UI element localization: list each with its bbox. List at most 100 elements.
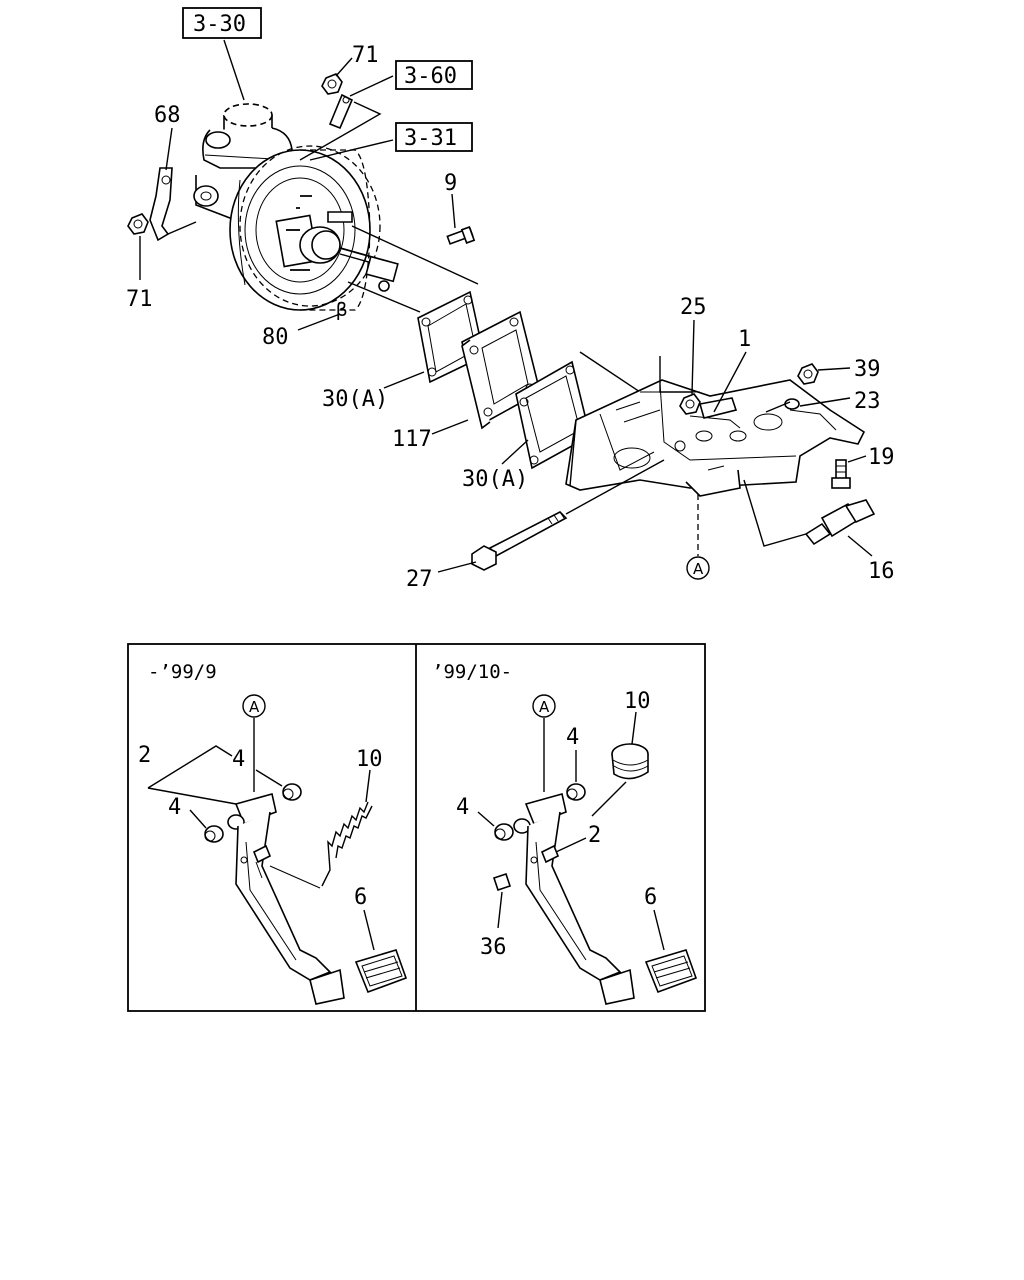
callout-30a-2: 30(A)	[462, 467, 528, 492]
leader-71-top	[335, 57, 353, 77]
bushing-4-low-left	[204, 825, 224, 843]
leader-30a-2	[501, 439, 529, 465]
callout-4-top-left: 4	[232, 747, 245, 772]
leader-117	[431, 419, 469, 435]
svg-text:3-30: 3-30	[193, 12, 246, 37]
callout-2-right: 2	[588, 823, 601, 848]
leader-16-bracket	[743, 479, 807, 547]
leader-3-31	[309, 139, 394, 161]
svg-text:A: A	[539, 698, 550, 716]
leader-4-top-left	[255, 769, 283, 787]
leader-3-30	[223, 39, 245, 101]
callout-80: 80	[262, 325, 289, 350]
beta-clip-80: β	[336, 299, 347, 321]
leader-80-pin	[347, 281, 421, 313]
return-spring-10-right	[611, 743, 649, 780]
bushing-4-top-left	[282, 783, 302, 801]
callout-16: 16	[868, 559, 895, 584]
callout-4-low-left: 4	[168, 795, 181, 820]
bushing-4-low-right	[494, 823, 514, 841]
callout-6-left: 6	[354, 885, 367, 910]
leader-4-low-left	[189, 809, 207, 829]
inset-left-header: -’99/9	[148, 661, 217, 683]
leader-2-left	[147, 745, 233, 789]
leader-6-left	[363, 909, 375, 951]
svg-text:A: A	[249, 698, 260, 716]
callout-30a-1: 30(A)	[322, 387, 388, 412]
leader-1	[713, 351, 747, 413]
callout-19: 19	[868, 445, 895, 470]
callout-4-top-right: 4	[566, 725, 579, 750]
callout-9: 9	[444, 171, 457, 196]
leader-stud-to-gasket	[351, 225, 479, 285]
inset-right-header: ’99/10-	[432, 661, 512, 683]
leader-16	[847, 535, 873, 557]
leader-36	[497, 891, 503, 929]
callout-27: 27	[406, 567, 433, 592]
stopper-36	[492, 872, 512, 892]
leader-39	[817, 367, 851, 371]
return-spring-10-left	[321, 801, 373, 887]
bolt-19	[831, 459, 851, 489]
leader-10-right	[631, 711, 637, 745]
callout-23: 23	[854, 389, 881, 414]
bushing-4-top-right	[566, 783, 586, 801]
stop-lamp-switch-16	[804, 499, 876, 546]
nut-25	[679, 393, 701, 415]
leader-2-left-b	[147, 787, 237, 805]
pedal-pad-6-right	[644, 949, 698, 994]
callout-71-top: 71	[352, 43, 379, 68]
leader-23	[799, 397, 851, 407]
callout-4-low-right: 4	[456, 795, 469, 820]
svg-text:A: A	[693, 560, 704, 578]
ref-box-3-31[interactable]: 3-31	[395, 122, 473, 152]
marker-a-left: A	[242, 694, 266, 718]
leader-27-bracket	[565, 459, 665, 515]
leader-68	[165, 127, 173, 171]
callout-6-right: 6	[644, 885, 657, 910]
marker-a-main: A	[686, 556, 710, 580]
leader-30a-1	[383, 371, 425, 389]
leader-80	[297, 313, 341, 331]
pedal-pad-6-left	[354, 949, 408, 994]
nut-71-top	[321, 73, 343, 95]
nut-71-left	[127, 213, 149, 235]
leader-27	[437, 561, 477, 573]
leader-10-right-b	[591, 781, 627, 817]
callout-25: 25	[680, 295, 707, 320]
callout-10-right: 10	[624, 689, 651, 714]
callout-1: 1	[738, 327, 751, 352]
callout-2-left: 2	[138, 743, 151, 768]
brake-pedal-left	[227, 793, 345, 1005]
svg-text:3-31: 3-31	[404, 126, 457, 151]
nut-39	[797, 363, 819, 385]
pedal-bracket-1	[565, 379, 866, 497]
leader-4-low-right	[477, 811, 495, 827]
bracket-68	[149, 167, 197, 242]
leader-25	[691, 319, 695, 395]
callout-117: 117	[392, 427, 432, 452]
leader-2-right	[555, 837, 587, 853]
brake-pedal-right	[513, 793, 635, 1005]
callout-71-left: 71	[126, 287, 153, 312]
bolt-27	[471, 511, 568, 571]
bracket-3-60	[299, 93, 382, 161]
leader-25-bracket	[659, 356, 692, 393]
bolt-9	[446, 226, 476, 245]
ref-box-3-30[interactable]: 3-30	[182, 7, 262, 39]
leader-gasket-to-bracket	[579, 351, 641, 393]
svg-text:3-60: 3-60	[404, 64, 457, 89]
leader-6-right	[653, 909, 665, 951]
leader-3-60	[349, 75, 394, 97]
brake-booster	[229, 145, 399, 311]
callout-10-left: 10	[356, 747, 383, 772]
callout-36: 36	[480, 935, 507, 960]
callout-68: 68	[154, 103, 181, 128]
leader-19	[847, 455, 867, 463]
leader-10-left	[365, 769, 371, 803]
washer-23	[784, 398, 800, 410]
leader-23-bracket	[765, 401, 791, 413]
callout-39: 39	[854, 357, 881, 382]
ref-box-3-60[interactable]: 3-60	[395, 60, 473, 90]
